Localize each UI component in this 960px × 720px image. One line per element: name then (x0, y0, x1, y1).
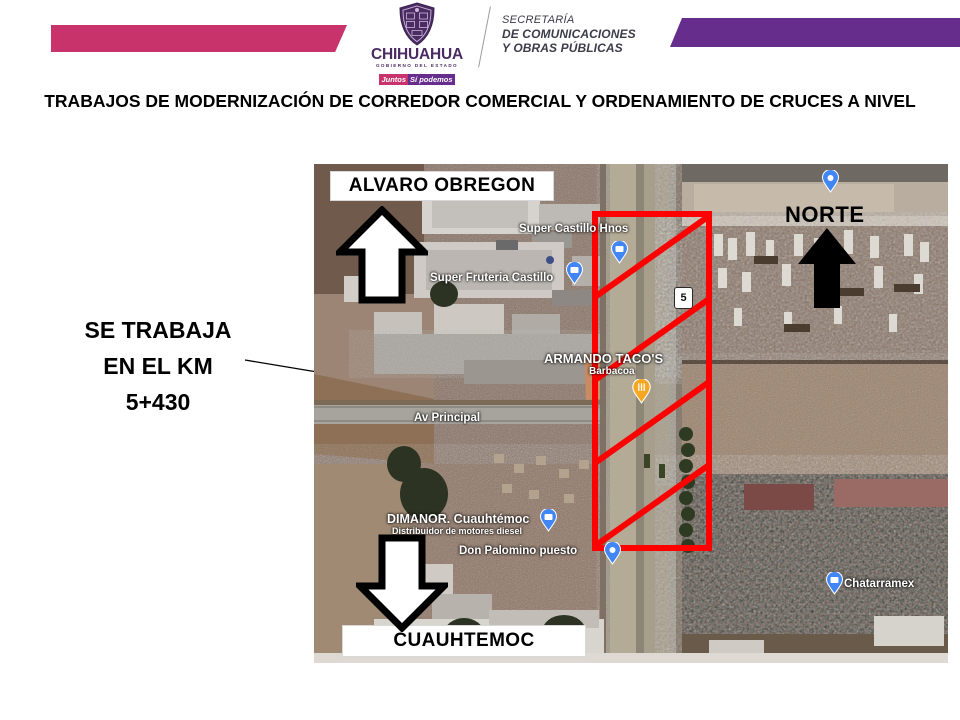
work-zone-highlight (592, 211, 712, 551)
place-pin-icon[interactable] (604, 542, 621, 565)
direction-banner-north: ALVARO OBREGON (330, 171, 554, 201)
header-accent-bar-right (670, 18, 960, 47)
page-title: TRABAJOS DE MODERNIZACIÓN DE CORREDOR CO… (44, 91, 916, 111)
arrow-up-north-compass-icon (798, 228, 856, 308)
satellite-map[interactable]: 5 Super Castillo Hnos Super Fruteria Cas… (314, 164, 948, 663)
route-number-marker: 5 (674, 287, 693, 309)
callout-line-3: 5+430 (125, 389, 191, 415)
secretaria-line2: DE COMUNICACIONES (502, 27, 636, 41)
north-indicator-label: NORTE (785, 202, 865, 227)
tagline-part1: Juntos (379, 74, 409, 85)
arrow-down-south-icon (356, 534, 448, 632)
state-subtitle-text: GOBIERNO DEL ESTADO (375, 63, 459, 68)
secretaria-title: SECRETARÍA DE COMUNICACIONES Y OBRAS PÚB… (502, 13, 636, 55)
direction-banner-south: CUAUHTEMOC (342, 625, 586, 657)
secretaria-line1: SECRETARÍA (502, 14, 575, 26)
store-pin-icon[interactable] (566, 262, 583, 285)
callout-line-2: EN EL KM (103, 353, 213, 379)
tagline-part2: Sí podemos (408, 74, 455, 85)
callout-line-1: SE TRABAJA (84, 317, 232, 343)
work-location-callout: SE TRABAJA EN EL KM 5+430 (48, 312, 268, 420)
satellite-imagery (314, 164, 948, 663)
place-pin-icon[interactable] (822, 170, 839, 193)
logo-divider (478, 6, 491, 68)
chihuahua-state-shield-icon (398, 2, 436, 46)
scrapyard-pin-icon[interactable] (826, 572, 843, 595)
shop-pin-icon[interactable] (540, 509, 557, 532)
store-pin-icon[interactable] (611, 241, 628, 264)
state-name-text: CHIHUAHUA (370, 46, 464, 63)
restaurant-pin-icon[interactable] (632, 379, 651, 404)
secretaria-line3: Y OBRAS PÚBLICAS (502, 41, 623, 55)
header-accent-bar-left (51, 25, 347, 52)
arrow-up-north-icon (336, 206, 428, 304)
